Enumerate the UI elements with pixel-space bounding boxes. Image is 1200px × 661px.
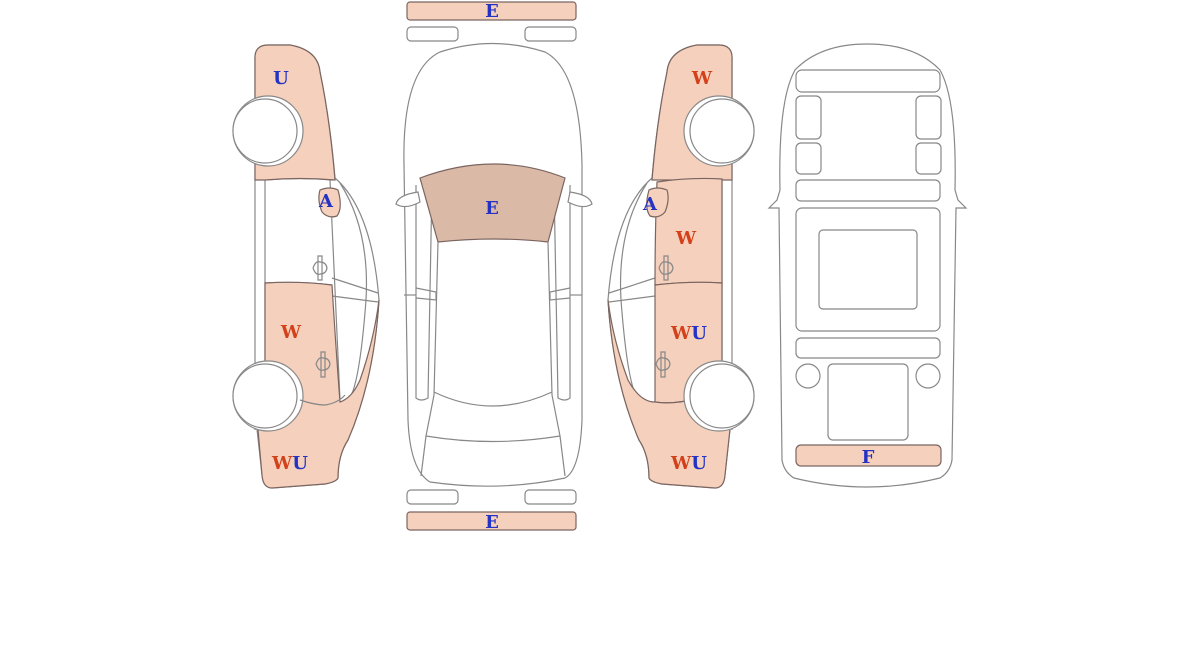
front-bumper-panel[interactable]	[406, 1, 577, 21]
left-side-view: U A W WU	[232, 44, 380, 489]
right-side-view: W A W WU WU	[607, 44, 755, 489]
left-mirror-panel[interactable]	[318, 187, 341, 218]
floor-panel-code: F	[862, 447, 875, 468]
roof-panel[interactable]	[419, 163, 566, 243]
top-view: E E E	[395, 1, 593, 533]
left-rear-wheel	[232, 363, 298, 429]
left-rear-door-panel[interactable]	[257, 281, 380, 489]
right-rear-quarter-panel[interactable]	[607, 299, 732, 489]
right-rear-door-code: WU	[670, 323, 707, 344]
left-rear-door-code: W	[280, 322, 302, 343]
roof-code: E	[485, 198, 499, 219]
right-mirror-code: A	[642, 194, 658, 215]
right-rear-quarter-code: WU	[670, 453, 707, 474]
right-front-wheel	[689, 98, 755, 164]
right-mirror-panel[interactable]	[646, 187, 669, 218]
left-rear-quarter-code: WU	[271, 453, 308, 474]
rear-bumper-panel[interactable]	[406, 511, 577, 531]
floor-panel[interactable]	[795, 444, 942, 467]
left-front-fender-code: U	[273, 68, 289, 89]
front-bumper-code: E	[485, 1, 499, 22]
left-mirror-code: A	[318, 191, 334, 212]
rear-bumper-code: E	[485, 512, 499, 533]
right-front-door-code: W	[675, 228, 697, 249]
right-front-fender-code: W	[691, 68, 713, 89]
right-rear-wheel	[689, 363, 755, 429]
left-front-wheel	[232, 98, 298, 164]
underbody-view: F	[767, 43, 968, 488]
